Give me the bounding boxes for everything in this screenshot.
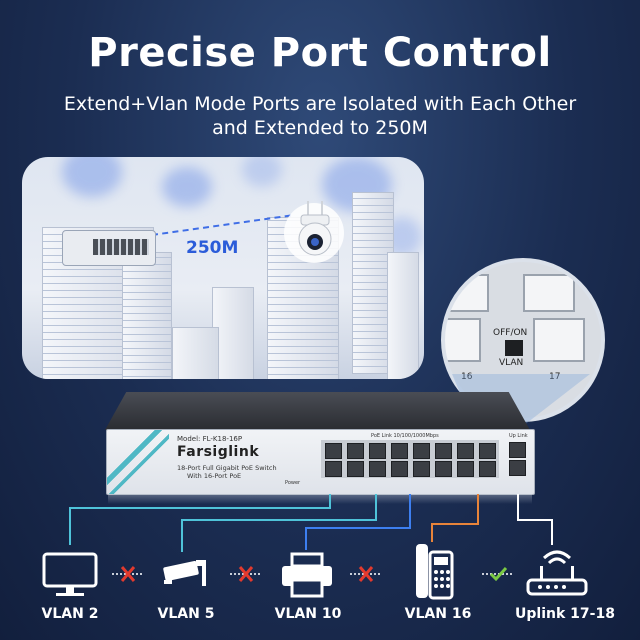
uplink-port-18[interactable] bbox=[509, 460, 526, 476]
distance-label: 250M bbox=[186, 238, 239, 258]
switch-top-panel bbox=[105, 392, 530, 430]
poe-port[interactable] bbox=[413, 443, 430, 459]
router-icon bbox=[526, 550, 588, 596]
device-label-vlan5: VLAN 5 bbox=[157, 606, 215, 622]
device-label-uplink: Uplink 17-18 bbox=[515, 606, 615, 622]
poe-switch-front-panel: Model: FL-K18-16P Farsiglink 18-Port Ful… bbox=[106, 429, 535, 495]
printer-icon bbox=[282, 552, 332, 598]
blocked-x-icon bbox=[350, 566, 382, 582]
dip-switch-icon bbox=[505, 340, 523, 356]
page-subtitle: Extend+Vlan Mode Ports are Isolated with… bbox=[63, 93, 577, 139]
device-label-vlan2: VLAN 2 bbox=[41, 606, 99, 622]
switch-model: Model: FL-K18-16P bbox=[177, 435, 243, 443]
device-label-vlan10: VLAN 10 bbox=[274, 606, 342, 622]
switch-description-2: With 16-Port PoE bbox=[187, 472, 242, 480]
vlan16-line bbox=[431, 494, 479, 542]
blocked-x-icon bbox=[230, 566, 262, 582]
poe-port[interactable] bbox=[325, 461, 342, 477]
poe-port[interactable] bbox=[369, 443, 386, 459]
poe-port[interactable] bbox=[435, 443, 452, 459]
switch-power-label: Power bbox=[285, 480, 301, 486]
switch-description-1: 18-Port Full Gigabit PoE Switch bbox=[177, 464, 277, 472]
zoom-mode-label: VLAN bbox=[499, 358, 524, 368]
vlan5-line bbox=[181, 494, 377, 552]
switch-brand: Farsiglink bbox=[177, 444, 260, 460]
poe-port-bank bbox=[321, 440, 499, 478]
switch-led-label: PoE Link 10/100/1000Mbps bbox=[371, 433, 439, 439]
page-title: Precise Port Control bbox=[88, 30, 552, 76]
uplink-line bbox=[517, 494, 553, 545]
zoom-port-17: 17 bbox=[549, 372, 561, 382]
poe-port[interactable] bbox=[413, 461, 430, 477]
ip-camera-icon bbox=[284, 201, 344, 263]
poe-port[interactable] bbox=[479, 461, 496, 477]
poe-port[interactable] bbox=[457, 443, 474, 459]
allowed-check-icon bbox=[482, 566, 514, 582]
uplink-port-17[interactable] bbox=[509, 442, 526, 458]
poe-port[interactable] bbox=[369, 461, 386, 477]
phone-icon bbox=[416, 544, 454, 600]
vlan2-line bbox=[69, 494, 331, 545]
poe-port[interactable] bbox=[457, 461, 474, 477]
poe-port[interactable] bbox=[435, 461, 452, 477]
poe-port[interactable] bbox=[391, 443, 408, 459]
poe-port[interactable] bbox=[347, 443, 364, 459]
poe-port[interactable] bbox=[479, 443, 496, 459]
poe-port[interactable] bbox=[325, 443, 342, 459]
vlan10-line bbox=[305, 494, 411, 550]
camera-icon bbox=[163, 560, 206, 586]
switch-uplink-label: Up Link bbox=[509, 433, 528, 439]
blocked-x-icon bbox=[112, 566, 144, 582]
switch-reflection bbox=[108, 494, 532, 504]
mini-switch-image bbox=[62, 230, 156, 266]
zoom-switch-label: OFF/ON bbox=[493, 328, 528, 338]
poe-port[interactable] bbox=[391, 461, 408, 477]
device-label-vlan16: VLAN 16 bbox=[404, 606, 472, 622]
monitor-icon bbox=[42, 552, 98, 596]
zoom-port-16: 16 bbox=[461, 372, 473, 382]
city-scene-image bbox=[22, 157, 424, 379]
poe-port[interactable] bbox=[347, 461, 364, 477]
